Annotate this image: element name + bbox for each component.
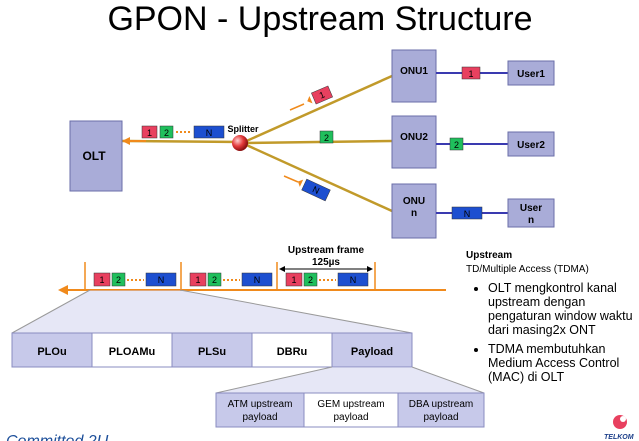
onun-label-line1: ONU [403, 196, 425, 207]
onun-packet: N [451, 206, 483, 220]
payload-dba-line2: payload [423, 412, 458, 423]
user1-label: User1 [517, 69, 545, 80]
field-plou-label: PLOu [37, 346, 66, 358]
olt-packet-1: 1 [141, 125, 158, 139]
onun-box: ONU n [391, 183, 437, 239]
frame-expansion [12, 290, 412, 333]
onu1-packet-label: 1 [468, 69, 473, 79]
frame-packet-label: N [254, 275, 261, 285]
notes-bullet: TDMA membutuhkan Medium Access Control (… [488, 342, 638, 384]
frame-packet-label: 2 [212, 275, 217, 285]
field-plsu-label: PLSu [198, 346, 226, 358]
frame-expansion-edge [11, 289, 91, 334]
payload-gem: GEM upstream payload [303, 392, 399, 428]
frame-packet-label: 1 [195, 275, 200, 285]
payload-gem-line1: GEM upstream [317, 399, 384, 410]
frame-packet-label: 2 [308, 275, 313, 285]
payload-atm-line2: payload [242, 412, 277, 423]
field-ploamu: PLOAMu [91, 332, 173, 368]
frame-group-1: 1 2 N [93, 272, 177, 287]
frame-group-2: 1 2 N [189, 272, 273, 287]
payload-atm: ATM upstream payload [215, 392, 305, 428]
frame-dimension-arrow-left [279, 266, 285, 272]
frame-dimension-arrow-right [367, 266, 373, 272]
user2-box: User2 [507, 131, 555, 157]
payload-gem-line2: payload [333, 412, 368, 423]
field-plsu: PLSu [171, 332, 253, 368]
onu1-packet: 1 [461, 66, 481, 80]
payload-dba: DBA upstream payload [397, 392, 485, 428]
splitter-label: Splitter [227, 124, 259, 134]
fiber-packet-1: 1 [307, 85, 333, 105]
frame-title: Upstream frame [288, 245, 365, 256]
onu2-packet: 2 [449, 137, 464, 151]
frame-expansion-edge [179, 289, 413, 334]
frame-packet-label: 1 [291, 275, 296, 285]
usern-label-line2: n [528, 215, 534, 226]
onun-label-line2: n [411, 208, 417, 219]
slide-title: GPON - Upstream Structure [107, 0, 532, 38]
fiber-to-onun [241, 141, 393, 213]
frame-packet-label: N [158, 275, 165, 285]
field-ploamu-label: PLOAMu [109, 346, 155, 358]
fiber-packet-2: 2 [319, 130, 334, 144]
upstream-arrow-head [122, 137, 130, 145]
fiber-packet-2-label: 2 [324, 133, 329, 143]
field-payload: Payload [331, 332, 413, 368]
footer-tagline: Committed 2U [6, 433, 109, 441]
olt-packet-2-label: 2 [164, 128, 169, 138]
olt-packet-1-label: 1 [147, 128, 152, 138]
payload-expansion-edge [411, 366, 485, 394]
olt-packet-n-label: N [206, 128, 213, 138]
frame-duration: 125µs [312, 257, 340, 268]
payload-atm-line1: ATM upstream [228, 399, 293, 410]
notes-subheading: TD/Multiple Access (TDMA) [466, 264, 589, 275]
fiber-arrow-1 [289, 103, 305, 111]
notes-bullet: OLT mengkontrol kanal upstream dengan pe… [488, 281, 638, 337]
fiber-packet-n-label: N [311, 184, 321, 196]
field-dbru: DBRu [251, 332, 333, 368]
onu2-packet-label: 2 [454, 140, 459, 150]
olt-packet-2: 2 [159, 125, 174, 139]
user1-box: User1 [507, 60, 555, 86]
olt-packet-n: N [193, 125, 225, 139]
onu1-label: ONU1 [400, 66, 428, 77]
splitter-node [232, 135, 248, 151]
notes-heading: Upstream [466, 250, 513, 261]
payload-expansion [216, 367, 484, 393]
payload-expansion-edge [215, 366, 333, 394]
user2-label: User2 [517, 140, 545, 151]
onu2-label: ONU2 [400, 132, 428, 143]
frame-packet-label: 1 [99, 275, 104, 285]
olt-box: OLT [69, 120, 123, 192]
telkom-logo: TELKOM [604, 415, 634, 441]
fiber-packet-n: N [297, 178, 331, 202]
onu2-box: ONU2 [391, 115, 437, 169]
onun-packet-label: N [464, 209, 471, 219]
notes-panel: Upstream TD/Multiple Access (TDMA) OLT m… [466, 250, 638, 389]
olt-label: OLT [82, 149, 106, 163]
logo-text: TELKOM [604, 434, 634, 441]
field-plou: PLOu [11, 332, 93, 368]
fiber-to-onu2 [241, 139, 393, 145]
field-payload-label: Payload [351, 346, 393, 358]
fiber-to-onu1 [241, 74, 393, 145]
payload-dba-line1: DBA upstream [409, 399, 473, 410]
onu1-box: ONU1 [391, 49, 437, 103]
frame-timeline-arrow [58, 285, 68, 295]
usern-label-line1: User [520, 203, 542, 214]
usern-box: User n [507, 198, 555, 228]
field-dbru-label: DBRu [277, 346, 308, 358]
fiber-packet-1-label: 1 [318, 89, 327, 100]
notes-bullets: OLT mengkontrol kanal upstream dengan pe… [466, 281, 638, 384]
frame-packet-label: N [350, 275, 357, 285]
fiber-arrow-n [283, 175, 299, 183]
frame-group-3: 1 2 N [285, 272, 369, 287]
frame-packet-label: 2 [116, 275, 121, 285]
